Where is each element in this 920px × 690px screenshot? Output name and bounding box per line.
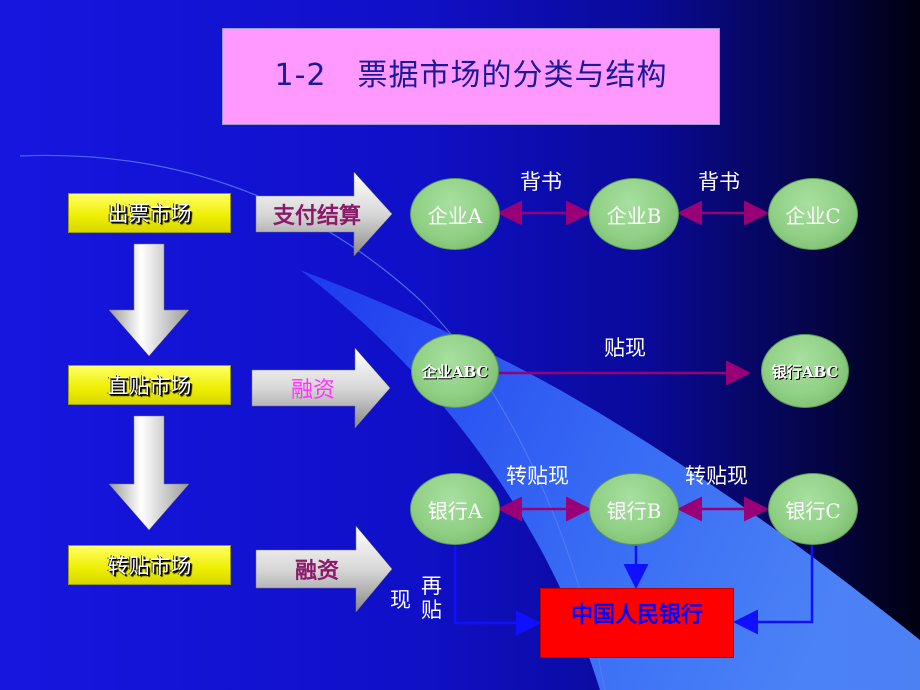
- slide-title: 1-2 票据市场的分类与结构: [274, 57, 668, 93]
- right-arrow-1: [255, 171, 393, 257]
- node-enterprise-b: 企业B: [589, 178, 679, 250]
- edge-label-discount: 贴现: [604, 336, 646, 360]
- down-arrow-1: [108, 243, 190, 357]
- market-box-rediscount-interbank: 转贴市场: [68, 545, 231, 585]
- rediscount-text-col2: 再贴: [421, 574, 442, 622]
- right-arrow-3: [255, 525, 393, 613]
- edge-label-rediscount-1: 转贴现: [506, 464, 569, 488]
- market-box-discount: 直贴市场: [68, 365, 231, 405]
- market-box-issuance: 出票市场: [68, 193, 231, 233]
- title-box: 1-2 票据市场的分类与结构: [222, 28, 720, 125]
- node-enterprise-c: 企业C: [768, 178, 858, 250]
- node-bank-b: 银行B: [589, 473, 679, 545]
- node-enterprise-abc: 企业ABC: [411, 334, 499, 408]
- edge-label-endorsement-1: 背书: [520, 170, 562, 194]
- function-label-financing-1: 融资: [290, 378, 335, 403]
- node-enterprise-a: 企业A: [410, 178, 500, 250]
- edge-label-endorsement-2: 背书: [698, 170, 740, 194]
- edge-label-rediscount-2: 转贴现: [685, 464, 748, 488]
- node-bank-abc: 银行ABC: [761, 334, 849, 408]
- rediscount-text-col1: 现: [390, 588, 411, 612]
- node-bank-a: 银行A: [410, 473, 500, 545]
- down-arrow-2: [108, 415, 190, 531]
- node-bank-c: 银行C: [768, 473, 858, 545]
- function-label-payment: 支付结算: [272, 203, 361, 229]
- function-label-financing-2: 融资: [294, 558, 339, 584]
- central-bank-box: 中国人民银行: [540, 588, 734, 658]
- right-arrow-2: [251, 347, 391, 429]
